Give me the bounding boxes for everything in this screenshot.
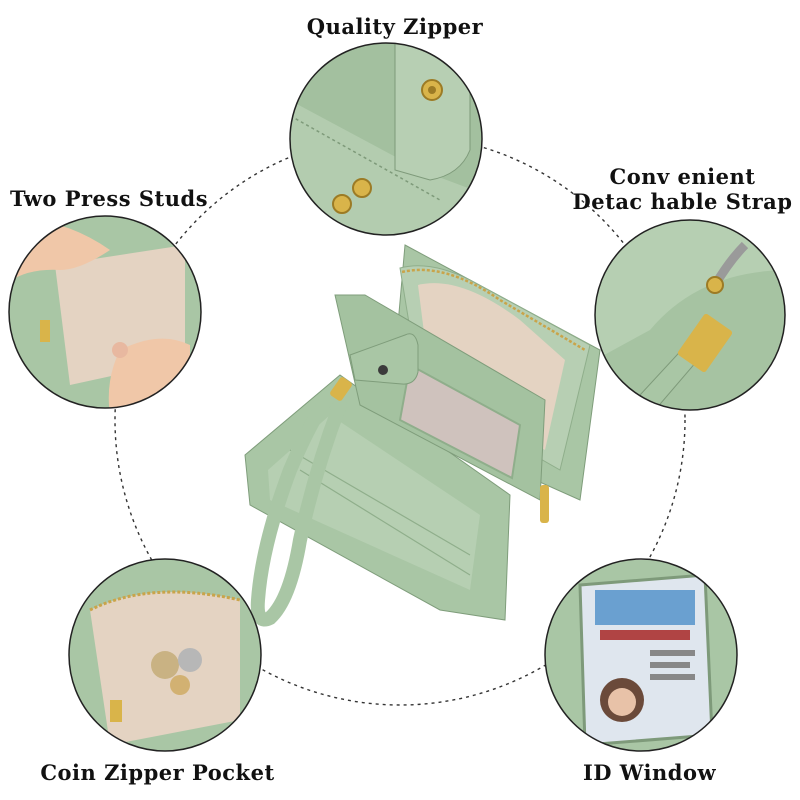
label-quality-zipper: Quality Zipper <box>306 14 484 39</box>
label-coin-zipper-pocket: Coin Zipper Pocket <box>40 760 275 785</box>
detail-coin-zipper-pocket <box>68 558 262 752</box>
central-wallet <box>244 244 601 627</box>
label-two-press-studs: Two Press Studs <box>9 186 209 211</box>
detail-detachable-strap <box>594 219 786 411</box>
label-id-window: ID Window <box>582 760 717 785</box>
label-strap-line2: Detac hable Strap <box>572 189 793 214</box>
label-strap-line1: Conv enient <box>609 164 756 189</box>
dashed-guide-circle <box>114 134 686 706</box>
detail-id-window <box>544 558 738 752</box>
label-detachable-strap: Conv enient Detac hable Strap <box>565 164 800 214</box>
detail-two-press-studs <box>8 215 202 409</box>
detail-quality-zipper <box>289 42 483 236</box>
